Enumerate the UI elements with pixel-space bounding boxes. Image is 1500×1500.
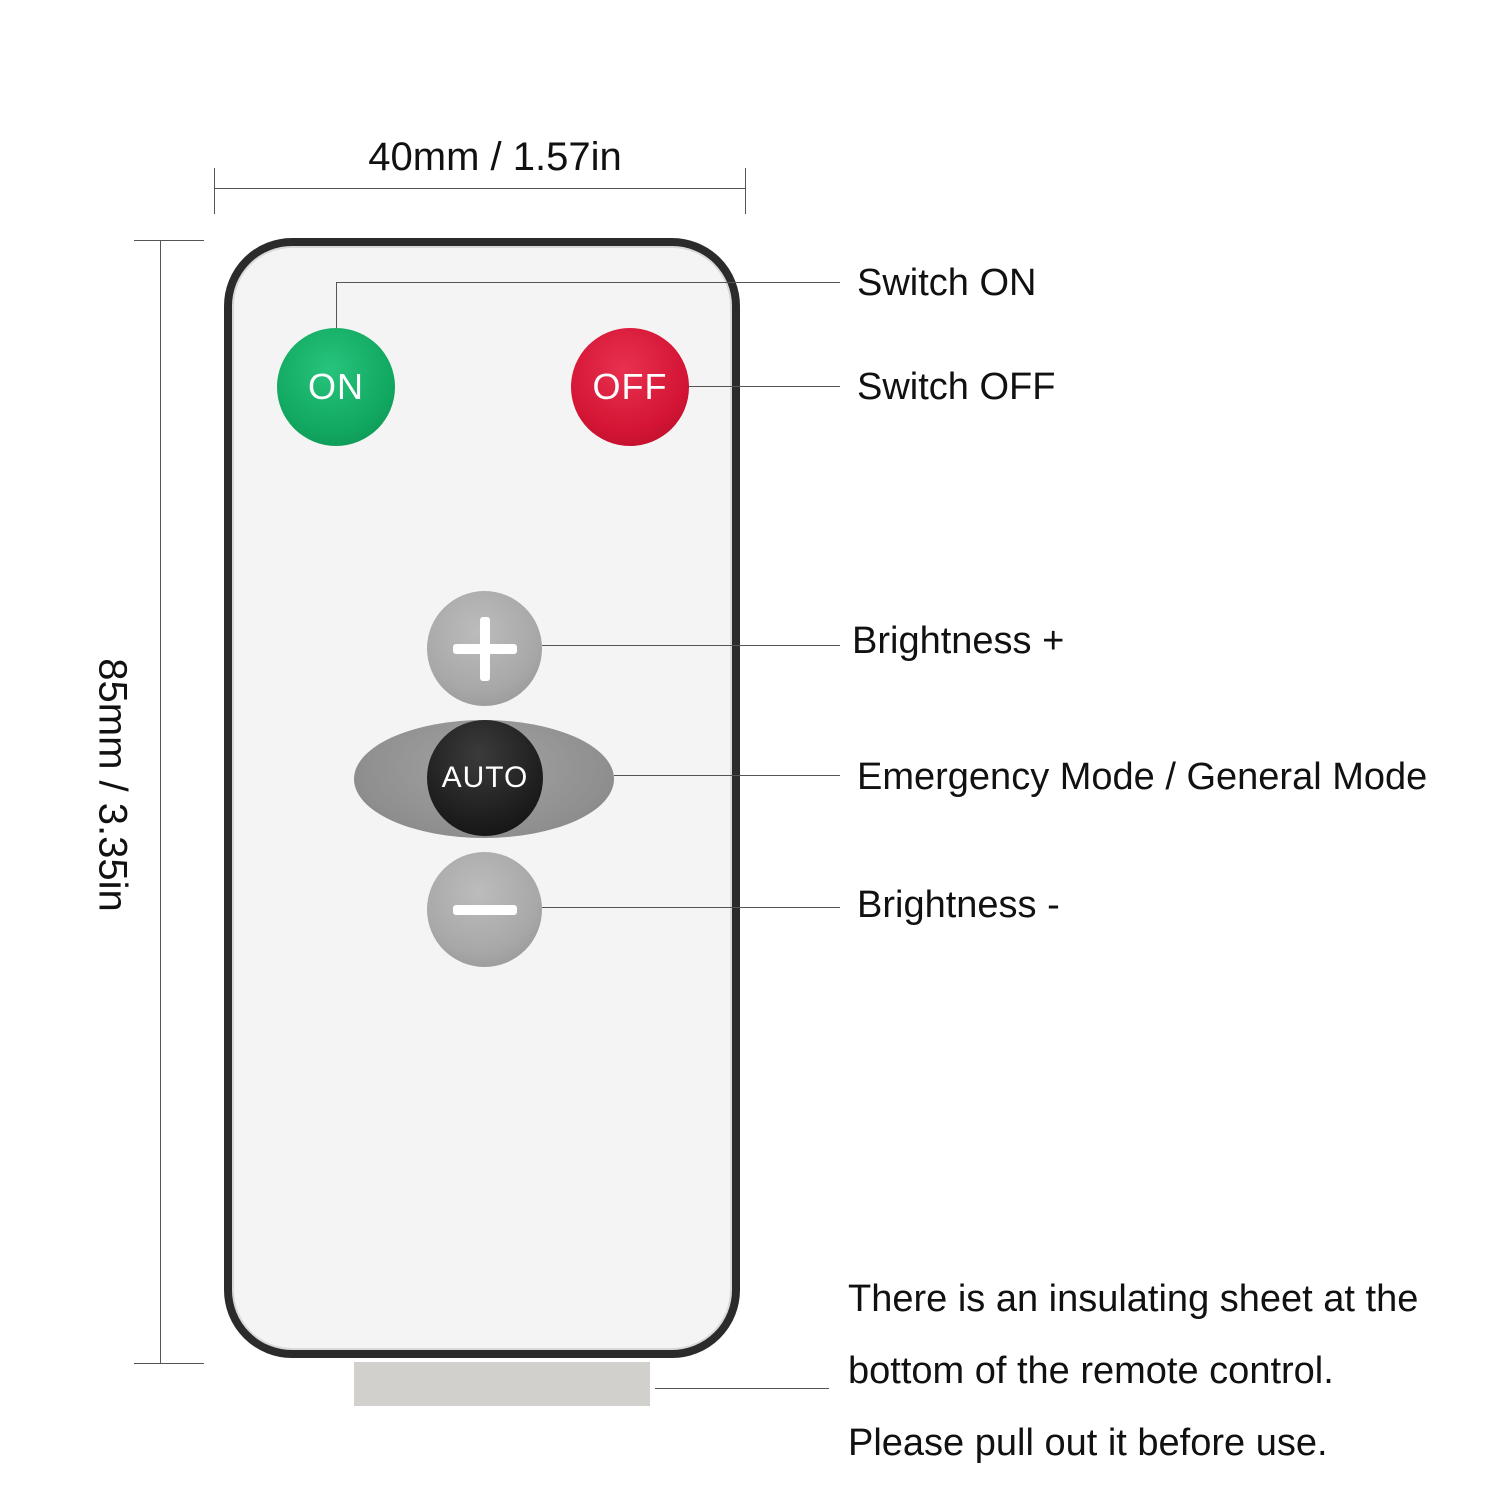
insulating-sheet-note-line-1: There is an insulating sheet at the (848, 1278, 1419, 1320)
brightness-minus-label: Brightness - (857, 884, 1060, 926)
leader-brightness-plus (542, 645, 840, 646)
leader-switch-on (336, 282, 840, 283)
width-dimension-line (215, 188, 746, 189)
auto-mode-button[interactable]: AUTO (427, 720, 543, 836)
width-dimension-label: 40mm / 1.57in (368, 135, 622, 179)
height-dimension-tick-top (134, 240, 204, 241)
auto-button-label: AUTO (441, 761, 529, 794)
leader-switch-on-vertical (336, 282, 337, 328)
brightness-minus-button[interactable] (427, 852, 542, 967)
brightness-plus-label: Brightness + (852, 620, 1065, 662)
plus-icon (452, 616, 517, 681)
switch-off-label: Switch OFF (857, 366, 1056, 408)
leader-mode (614, 775, 840, 776)
off-button-label: OFF (592, 366, 668, 407)
leader-switch-off (689, 386, 840, 387)
width-dimension-tick-left (214, 168, 215, 214)
height-dimension-line (160, 240, 161, 1364)
insulating-sheet-note-line-2: bottom of the remote control. (848, 1350, 1334, 1392)
insulating-sheet[interactable] (354, 1362, 650, 1406)
mode-label: Emergency Mode / General Mode (857, 756, 1428, 798)
width-dimension-tick-right (745, 168, 746, 214)
on-button[interactable]: ON (277, 328, 395, 446)
minus-icon (452, 904, 517, 915)
leader-brightness-minus (542, 907, 840, 908)
off-button[interactable]: OFF (571, 328, 689, 446)
height-dimension-tick-bottom (134, 1363, 204, 1364)
switch-on-label: Switch ON (857, 262, 1037, 304)
brightness-plus-button[interactable] (427, 591, 542, 706)
height-dimension-label: 85mm / 3.35in (90, 658, 135, 912)
leader-insulating-sheet (655, 1388, 829, 1389)
on-button-label: ON (308, 366, 364, 407)
insulating-sheet-note-line-3: Please pull out it before use. (848, 1422, 1328, 1464)
